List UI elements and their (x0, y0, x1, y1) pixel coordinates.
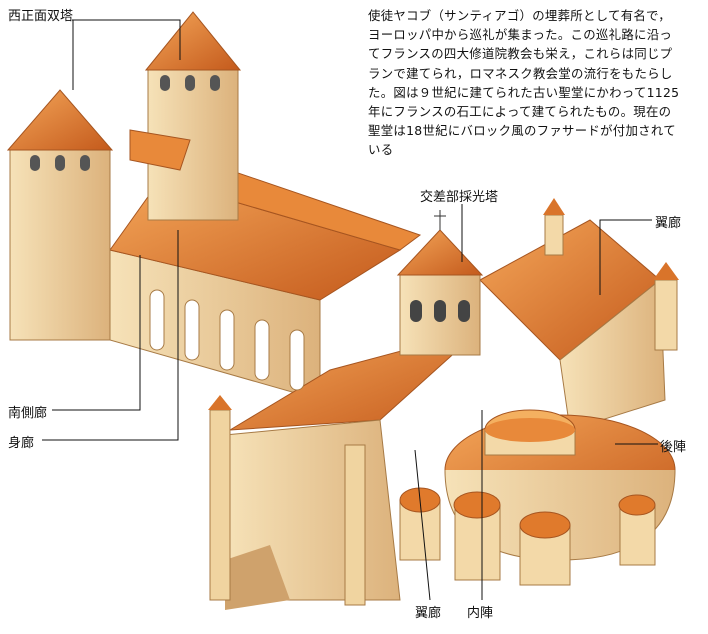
label-choir: 内陣 (467, 606, 494, 621)
description-line: てフランスの四大修道院教会も栄え，これらは同じプ (368, 46, 673, 62)
crossing-tower (396, 210, 484, 356)
description-text: 使徒ヤコブ（サンティアゴ）の埋葬所として有名で， ヨーロッパ中から巡礼が集まった… (368, 6, 708, 160)
leader-lines (42, 19, 658, 601)
apse (399, 409, 676, 586)
description-line: ヨーロッパ中から巡礼が集まった。この巡礼路に沿っ (368, 27, 673, 43)
transept-front (208, 329, 481, 610)
description-line: た。図は９世紀に建てられた古い聖堂にかわって1125 (368, 84, 680, 100)
description-line: 聖堂は18世紀にバロック風のファサードが付加されて (368, 123, 676, 139)
label-nave: 身廊 (8, 436, 35, 451)
label-west-towers: 西正面双塔 (8, 9, 74, 24)
label-crossing-tower: 交差部採光塔 (420, 190, 499, 205)
label-transept-right: 翼廊 (655, 216, 682, 231)
description-line: 年にフランスの石工によって建てられたもの。現在の (368, 104, 672, 120)
transept-right (479, 198, 679, 431)
description-line: 使徒ヤコブ（サンティアゴ）の埋葬所として有名で， (368, 8, 671, 23)
nave-windows (149, 289, 305, 391)
label-south-aisle: 南側廊 (8, 406, 48, 421)
label-apse: 後陣 (660, 440, 687, 455)
west-towers (6, 11, 242, 341)
description-line: いる (368, 142, 394, 158)
label-transept-bottom: 翼廊 (415, 606, 442, 621)
description-line: ランで建てられ，ロマネスク教会堂の流行をもたらし (368, 65, 673, 81)
